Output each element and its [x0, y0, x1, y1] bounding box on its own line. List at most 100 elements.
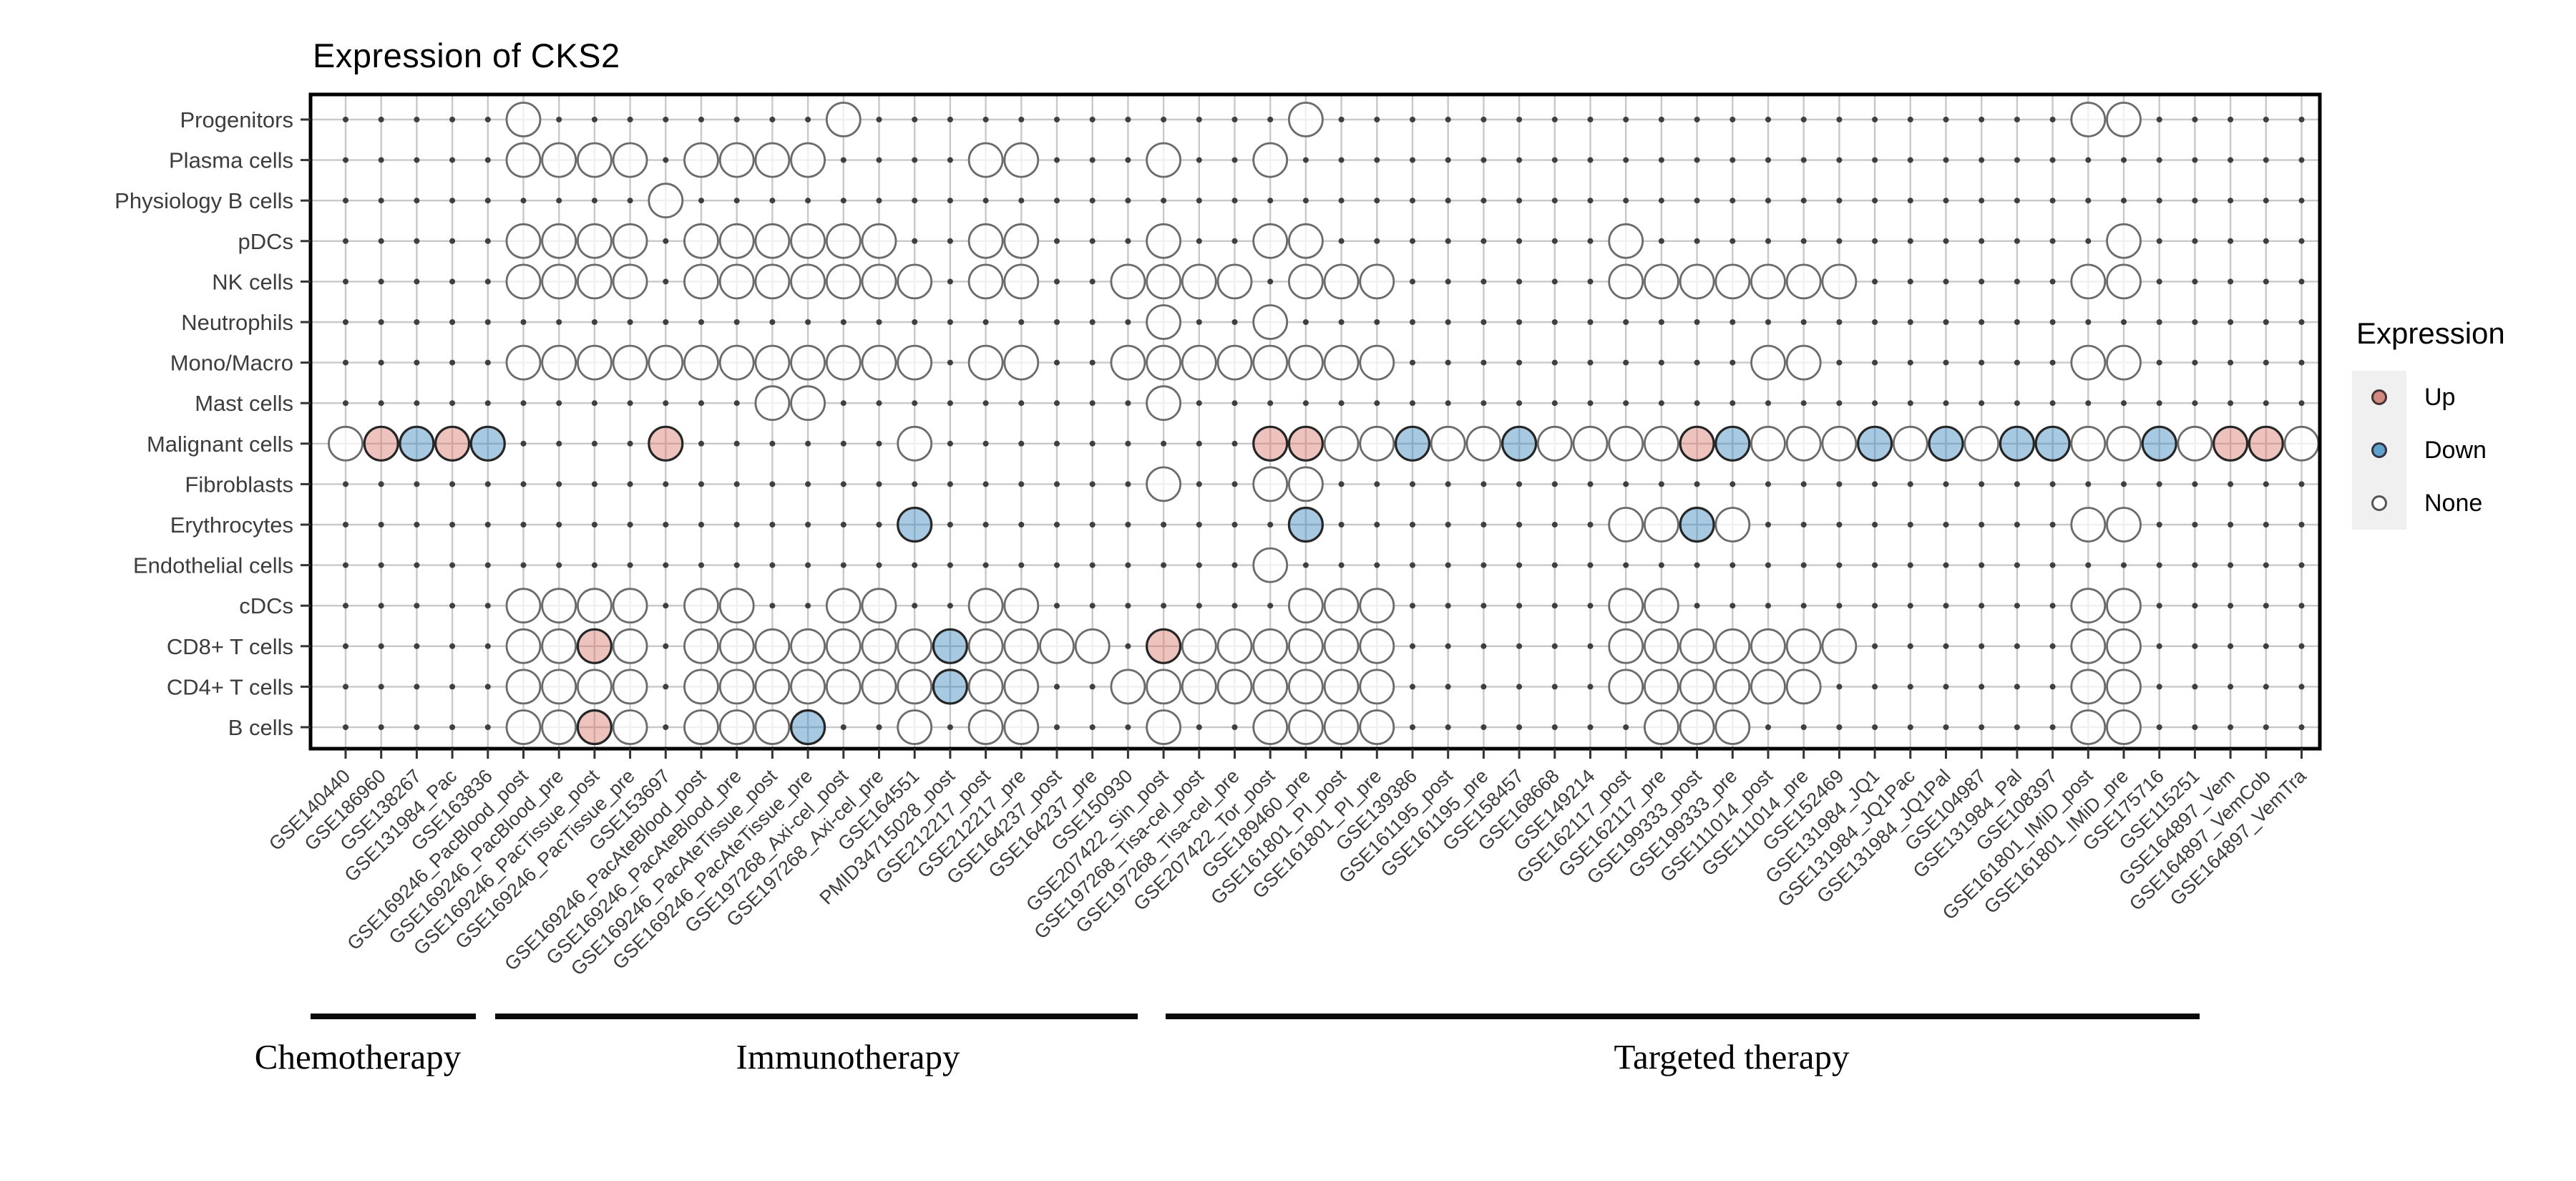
- grid-point: [1872, 684, 1878, 690]
- expression-dot: [1928, 425, 1964, 462]
- expression-dot: [1252, 142, 1289, 178]
- grid-point: [1196, 440, 1202, 447]
- expression-dot: [897, 263, 933, 300]
- expression-dot: [577, 142, 613, 178]
- grid-point: [2049, 359, 2056, 366]
- grid-point: [1338, 117, 1345, 122]
- grid-point: [2192, 400, 2198, 407]
- grid-point: [1161, 603, 1167, 609]
- grid-point: [1800, 724, 1807, 730]
- grid-point: [805, 562, 811, 568]
- grid-point: [1125, 117, 1131, 122]
- expression-dot: [2106, 628, 2142, 664]
- grid-point: [1658, 359, 1664, 366]
- grid-point: [1943, 522, 1949, 528]
- grid-point: [733, 198, 740, 204]
- grid-point: [484, 522, 491, 528]
- expression-dot: [1323, 588, 1360, 624]
- grid-point: [733, 400, 740, 407]
- grid-point: [1907, 562, 1913, 568]
- expression-dot: [718, 263, 755, 300]
- grid-point: [1907, 481, 1913, 487]
- row-label: NK cells: [212, 269, 293, 294]
- grid-point: [2192, 562, 2198, 568]
- grid-point: [840, 481, 847, 487]
- grid-point: [1267, 400, 1274, 407]
- expression-dot: [1181, 263, 1217, 300]
- group-line: [311, 1014, 476, 1019]
- grid-point: [627, 400, 633, 407]
- grid-point: [2228, 603, 2234, 609]
- grid-point: [1161, 522, 1167, 528]
- expression-dot: [469, 425, 506, 462]
- grid-point: [1729, 562, 1736, 568]
- expression-dot: [897, 669, 933, 705]
- expression-dot: [1288, 102, 1324, 137]
- expression-dot: [541, 142, 577, 178]
- grid-point: [1054, 603, 1060, 609]
- grid-point: [1125, 440, 1131, 447]
- grid-point: [2121, 319, 2127, 325]
- grid-point: [1943, 359, 1949, 366]
- grid-point: [1516, 117, 1523, 122]
- grid-point: [1054, 724, 1060, 730]
- grid-point: [2014, 643, 2020, 649]
- grid-point: [414, 278, 420, 285]
- grid-point: [947, 238, 953, 244]
- grid-point: [1374, 198, 1380, 204]
- grid-point: [1018, 319, 1025, 325]
- grid-point: [1765, 157, 1771, 163]
- grid-point: [805, 603, 811, 609]
- grid-point: [1445, 238, 1451, 244]
- grid-point: [556, 198, 562, 204]
- group-line: [495, 1014, 1138, 1019]
- grid-point: [591, 400, 597, 407]
- expression-dot: [1003, 142, 1040, 178]
- grid-point: [2085, 319, 2092, 325]
- grid-point: [2263, 684, 2269, 690]
- row-label: Progenitors: [180, 107, 293, 132]
- grid-point: [912, 319, 918, 325]
- grid-point: [1089, 157, 1096, 163]
- grid-point: [1836, 319, 1843, 325]
- expression-dot: [1252, 547, 1289, 583]
- expression-dot: [505, 223, 542, 259]
- expression-dot: [1785, 344, 1822, 381]
- grid-point: [1480, 603, 1487, 609]
- grid-point: [2228, 643, 2234, 649]
- grid-point: [1694, 481, 1700, 487]
- grid-point: [805, 440, 811, 447]
- grid-point: [1231, 319, 1238, 325]
- grid-point: [2228, 198, 2234, 204]
- grid-point: [414, 643, 420, 649]
- grid-point: [520, 481, 527, 487]
- grid-point: [1872, 400, 1878, 407]
- grid-point: [1872, 522, 1878, 528]
- expression-dot: [505, 102, 542, 137]
- grid-point: [1089, 238, 1096, 244]
- grid-point: [1943, 117, 1949, 122]
- grid-point: [1267, 117, 1274, 122]
- grid-point: [378, 198, 384, 204]
- grid-point: [1943, 400, 1949, 407]
- expression-dot: [967, 142, 1004, 178]
- grid-point: [2014, 603, 2020, 609]
- grid-point: [2228, 319, 2234, 325]
- grid-point: [1587, 562, 1594, 568]
- expression-dot: [967, 344, 1004, 381]
- grid-point: [1054, 157, 1060, 163]
- grid-point: [698, 400, 704, 407]
- grid-point: [2263, 481, 2269, 487]
- grid-point: [1125, 319, 1131, 325]
- grid-point: [484, 278, 491, 285]
- row-label: B cells: [228, 715, 293, 740]
- grid-point: [2263, 117, 2269, 122]
- expression-dot: [1003, 709, 1040, 745]
- grid-point: [1125, 481, 1131, 487]
- grid-point: [2156, 359, 2162, 366]
- grid-point: [2298, 157, 2305, 163]
- expression-dot: [1216, 344, 1253, 381]
- grid-point: [733, 440, 740, 447]
- grid-point: [1410, 117, 1415, 122]
- grid-point: [769, 440, 776, 447]
